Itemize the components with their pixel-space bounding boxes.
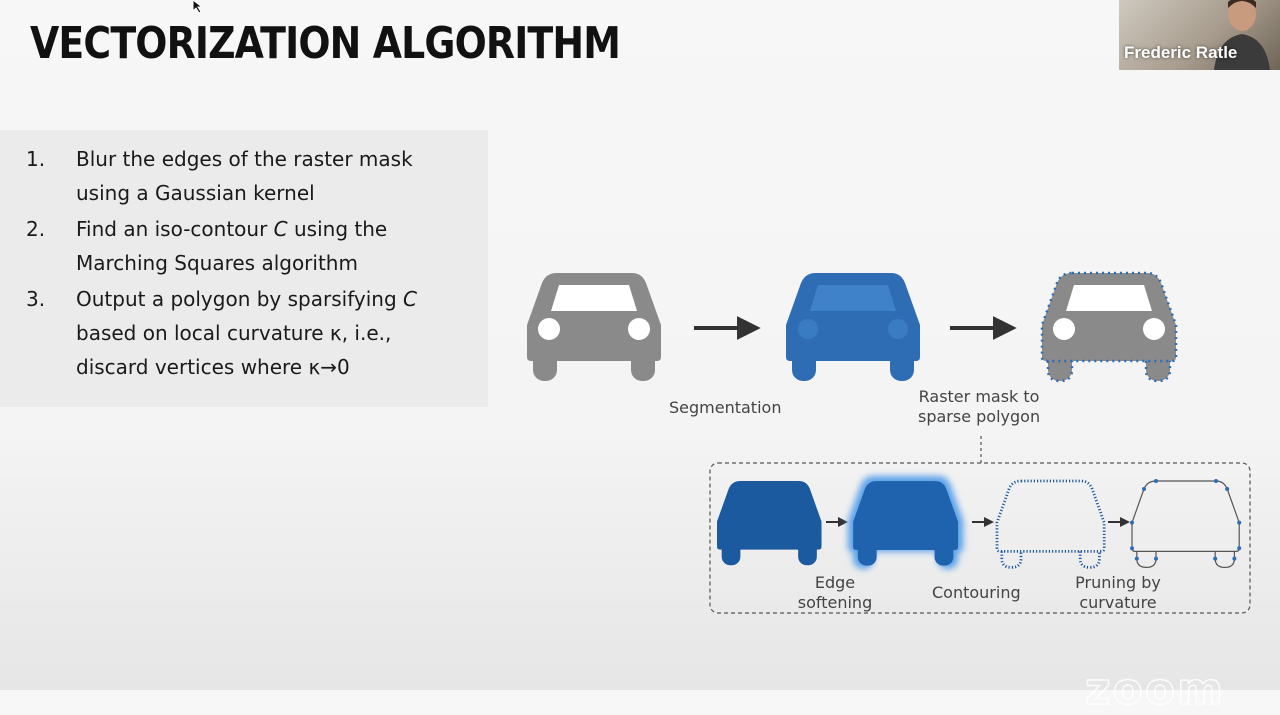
step-line: Find an iso-contour C using the (76, 217, 388, 241)
vectorization-diagram (527, 271, 1251, 614)
participant-video-tile[interactable]: Frederic Ratle (1119, 0, 1280, 70)
step-3: 3. Output a polygon by sparsifying C bas… (0, 282, 488, 384)
step-text: Find an iso-contour C using the Marching… (76, 212, 476, 280)
step-line: Marching Squares algorithm (76, 251, 358, 275)
variable-c: C (403, 287, 417, 311)
contour-car-icon (995, 479, 1106, 569)
slide-title: VECTORIZATION ALGORITHM (30, 18, 621, 69)
mouse-cursor-icon (192, 0, 204, 14)
step-text: Output a polygon by sparsifying C based … (76, 282, 476, 384)
step-line: Output a polygon by sparsifying C (76, 287, 417, 311)
input-car-icon (527, 273, 661, 381)
polygon-car-icon (1040, 271, 1178, 383)
steps-panel: 1. Blur the edges of the raster mask usi… (0, 130, 488, 407)
variable-c: C (273, 217, 288, 241)
step-text: Blur the edges of the raster mask using … (76, 142, 476, 210)
mask-car-icon (717, 481, 822, 566)
segmented-car-icon (786, 273, 920, 381)
step-number: 1. (26, 147, 46, 171)
detail-box (709, 462, 1251, 614)
steps-list: 1. Blur the edges of the raster mask usi… (0, 142, 488, 386)
step-line: discard vertices where κ→0 (76, 355, 350, 379)
step-1: 1. Blur the edges of the raster mask usi… (0, 142, 488, 210)
step-line: based on local curvature κ, i.e., (76, 321, 392, 345)
label-contouring: Contouring (932, 583, 1021, 602)
label-segmentation: Segmentation (669, 398, 782, 417)
label-edge-softening: Edge softening (797, 573, 873, 612)
participant-name: Frederic Ratle (1124, 43, 1238, 62)
softened-car-icon (848, 476, 964, 569)
step-line: Blur the edges of the raster mask (76, 147, 413, 171)
pruned-car-icon (1130, 479, 1242, 569)
participant-avatar (1214, 0, 1270, 70)
step-number: 3. (26, 287, 46, 311)
label-raster-to-polygon: Raster mask to sparse polygon (918, 387, 1041, 426)
step-number: 2. (26, 217, 46, 241)
label-pruning: Pruning by curvature (1075, 573, 1161, 612)
step-line: using a Gaussian kernel (76, 181, 315, 205)
step-2: 2. Find an iso-contour C using the March… (0, 212, 488, 280)
